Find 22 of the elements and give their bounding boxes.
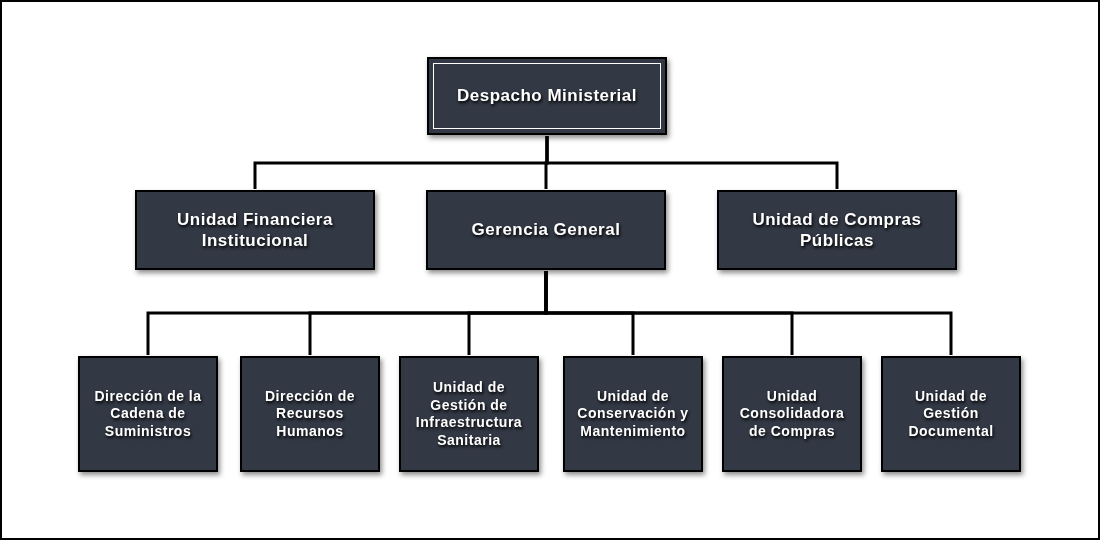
- org-unit-box: [427, 57, 667, 135]
- org-unit-box: [135, 190, 375, 270]
- unit-name: Dirección de la Cadena de Suministros: [93, 387, 203, 441]
- unit-name: Unidad de Gestión Documental: [907, 387, 995, 441]
- unit-name: Unidad Financiera Institucional: [176, 208, 334, 252]
- org-unit-box: [563, 356, 703, 472]
- unit-name: Despacho Ministerial: [455, 85, 639, 107]
- org-unit-box: [78, 356, 218, 472]
- unit-name: Dirección de Recursos Humanos: [264, 387, 356, 441]
- unit-name: Unidad de Gestión de Infraestructura Sanitaria: [414, 379, 524, 449]
- org-unit-box: [881, 356, 1021, 472]
- org-unit-box: [426, 190, 666, 270]
- unit-name: Unidad Consolidadora de Compras: [738, 387, 846, 441]
- connector-line: [544, 271, 953, 355]
- org-unit-box: [717, 190, 957, 270]
- org-unit-box: [240, 356, 380, 472]
- unit-name: Unidad de Conservación y Mantenimiento: [576, 387, 690, 441]
- connector-line: [545, 136, 839, 189]
- unit-name: Gerencia General: [470, 219, 622, 241]
- org-unit-box: [722, 356, 862, 472]
- org-unit-box: [399, 356, 539, 472]
- unit-name: Unidad de Compras Públicas: [751, 208, 923, 252]
